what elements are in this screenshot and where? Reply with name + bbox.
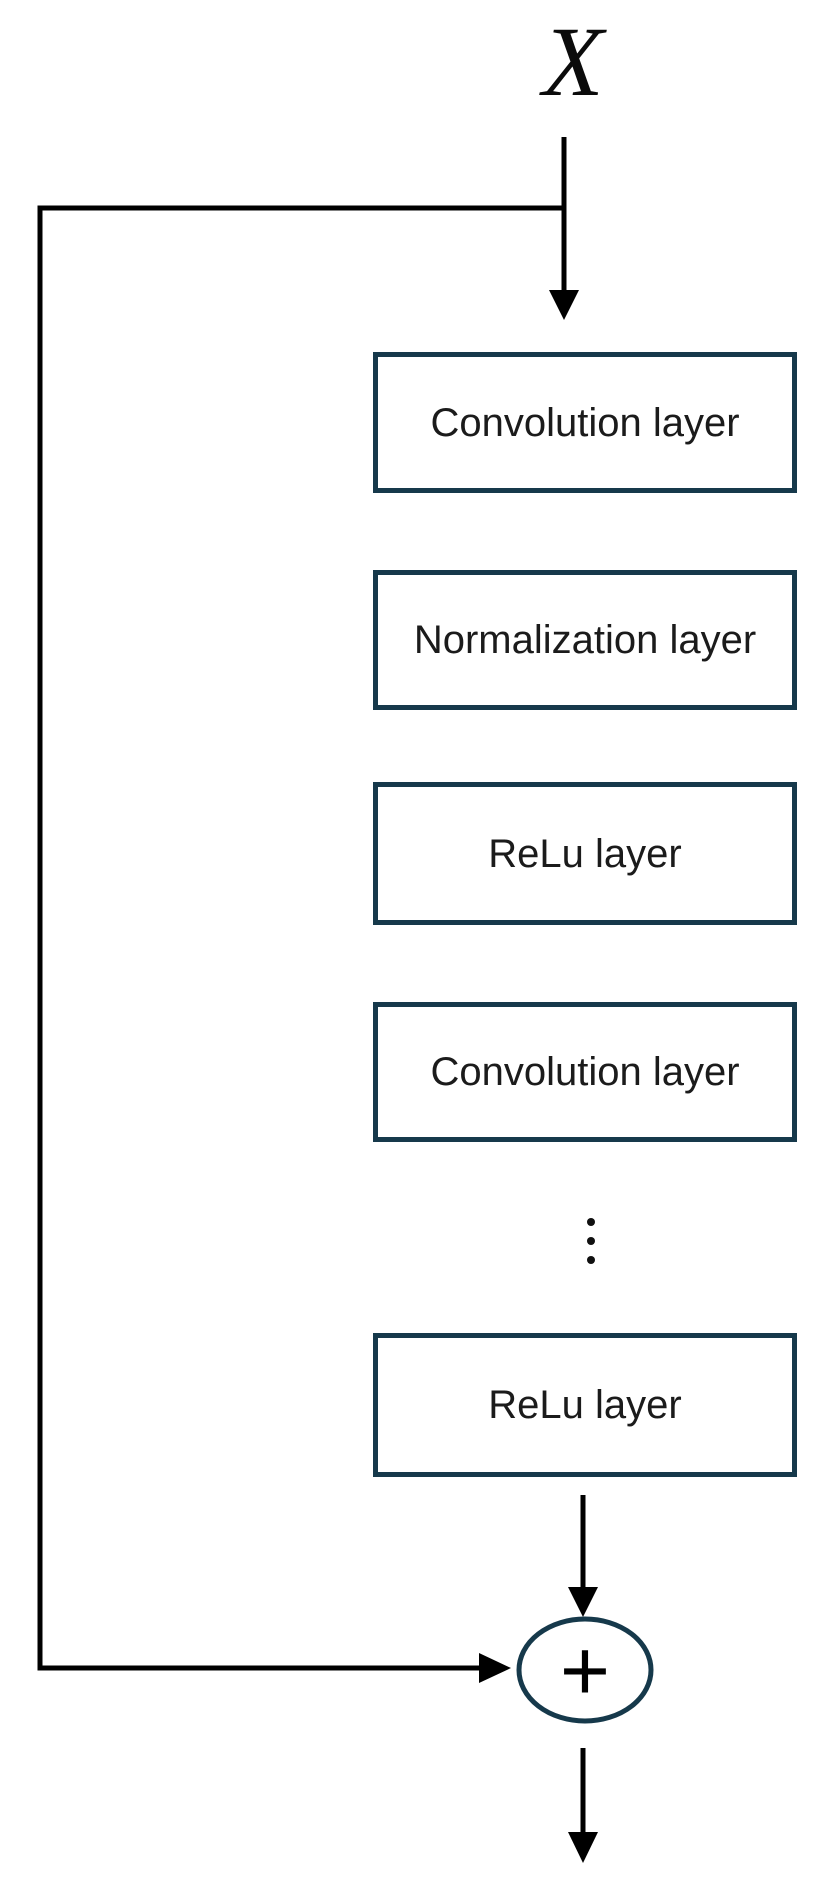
skip-arrow-head-icon	[479, 1653, 511, 1683]
skip-connection-line	[37, 205, 564, 1671]
vertical-ellipsis-icon	[587, 1218, 595, 1264]
ellipsis-dot	[587, 1256, 595, 1264]
layer-box-relu-2: ReLu layer	[373, 1333, 797, 1477]
layer-box-convolution-1: Convolution layer	[373, 352, 797, 493]
ellipsis-dot	[587, 1218, 595, 1226]
ellipsis-dot	[587, 1237, 595, 1245]
layer-box-relu-1: ReLu layer	[373, 782, 797, 925]
sum-plus-label: +	[559, 1623, 611, 1719]
input-arrow-head-icon	[549, 290, 579, 320]
input-label: X	[542, 6, 604, 117]
output-arrow-head-icon	[568, 1832, 598, 1863]
layer-box-convolution-2: Convolution layer	[373, 1002, 797, 1142]
sum-circle	[516, 1616, 654, 1724]
layer-box-normalization: Normalization layer	[373, 570, 797, 710]
sum-input-arrow-head-icon	[568, 1587, 598, 1617]
